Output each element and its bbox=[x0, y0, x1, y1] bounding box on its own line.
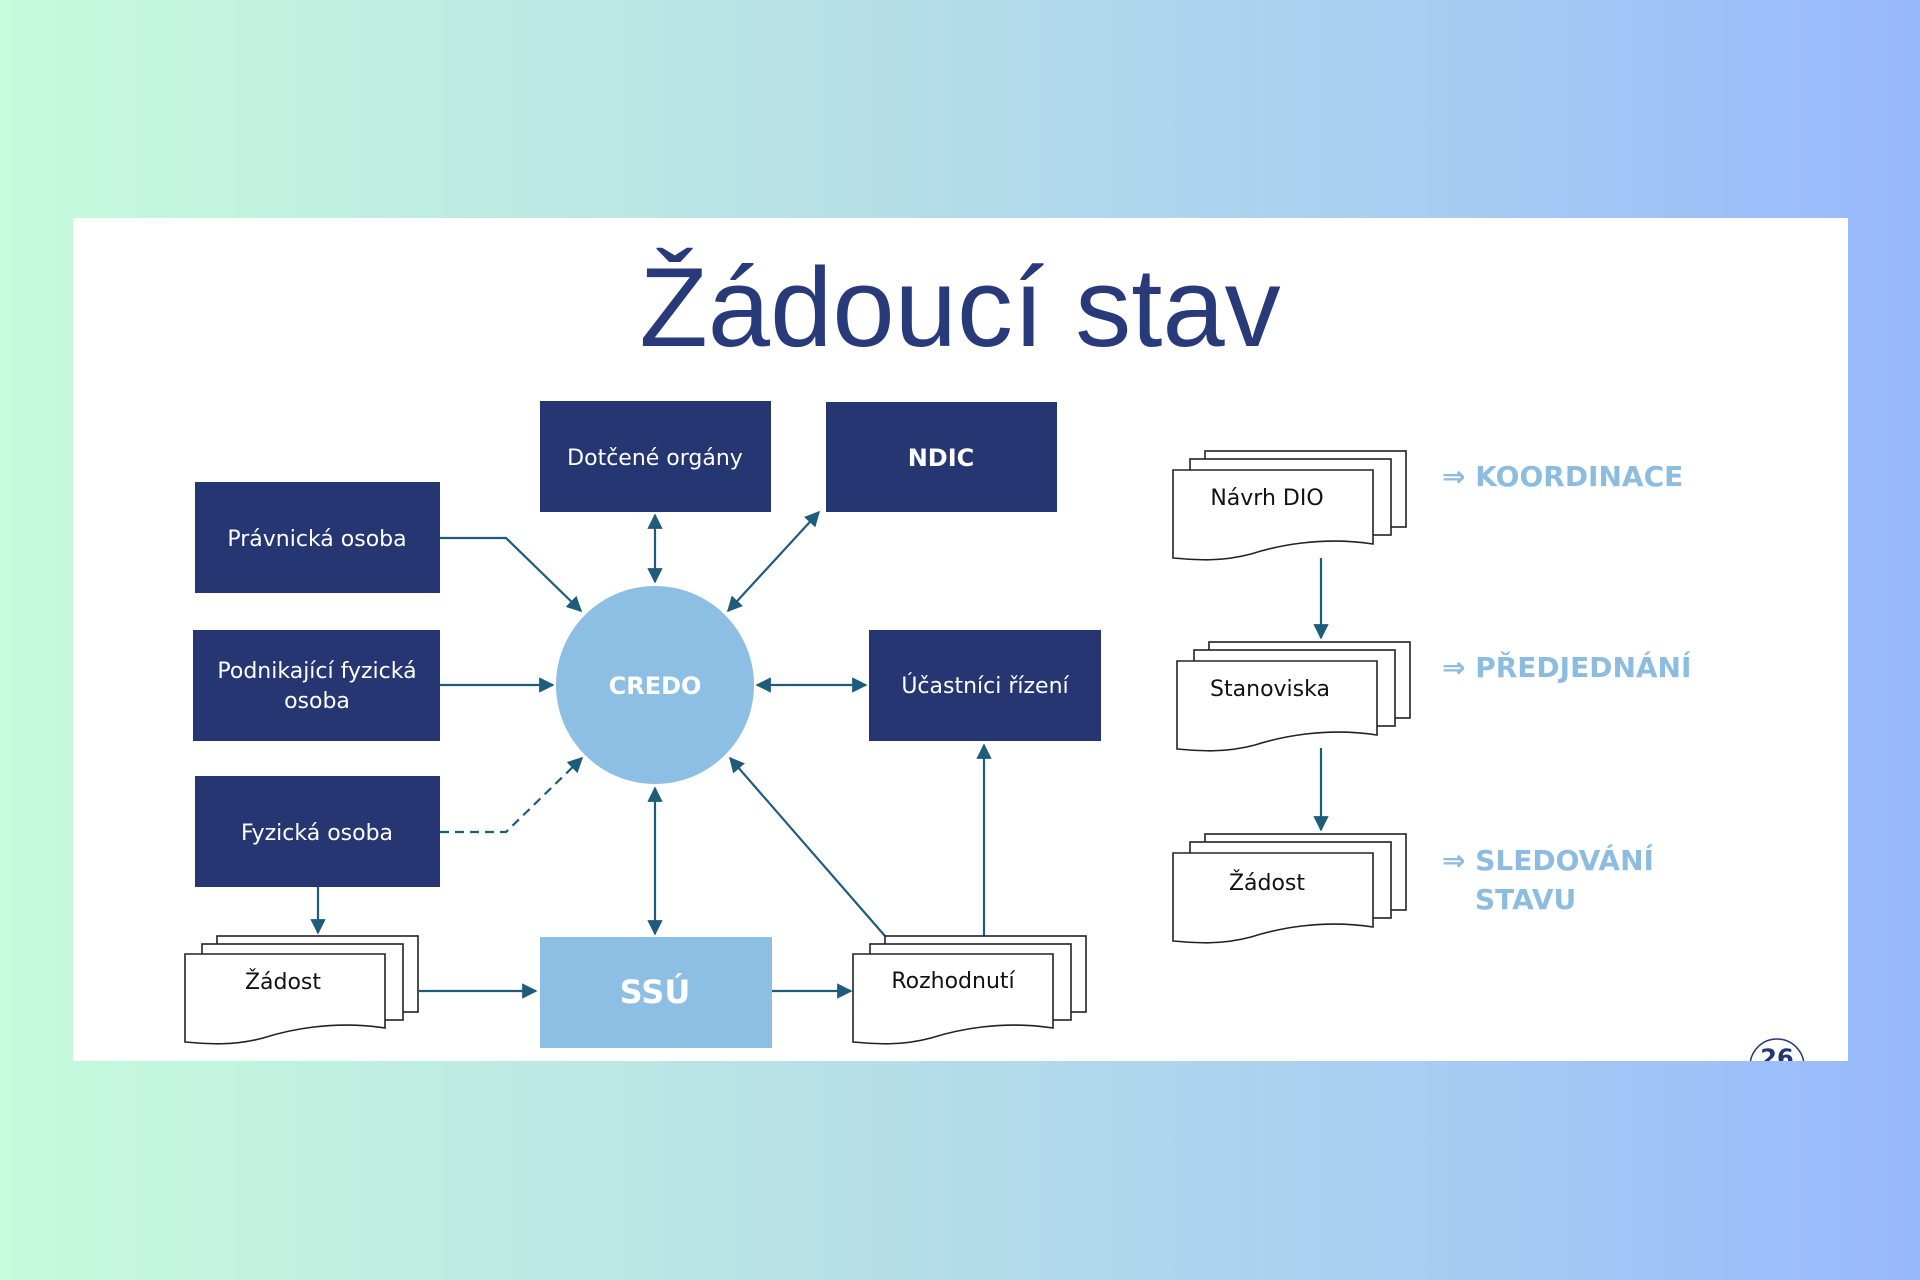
doc-zadost-bottom-label: Žádost bbox=[245, 969, 321, 995]
label-sledovani: ⇒ SLEDOVÁNÍ bbox=[1442, 843, 1654, 877]
box-podnikajici-fyzicka-osoba: Podnikající fyzická osoba bbox=[193, 630, 440, 741]
box-dotcene-organy-label: Dotčené orgány bbox=[567, 446, 743, 471]
box-podnikajici-label-line2: osoba bbox=[284, 689, 350, 714]
doc-stanoviska-label: Stanoviska bbox=[1210, 677, 1330, 702]
arrow-rozhodnuti-to-credo bbox=[728, 756, 886, 937]
box-pravnicka-osoba: Právnická osoba bbox=[195, 482, 440, 593]
box-ssu: SSÚ bbox=[540, 937, 772, 1048]
label-koordinace: ⇒ KOORDINACE bbox=[1442, 460, 1683, 493]
label-predjednani: ⇒ PŘEDJEDNÁNÍ bbox=[1442, 650, 1691, 684]
page-number: 26 bbox=[1760, 1044, 1793, 1061]
doc-navrh-dio-label: Návrh DIO bbox=[1210, 486, 1323, 511]
node-credo-label: CREDO bbox=[609, 672, 702, 700]
slide: Žádoucí stav Právnická osoba bbox=[73, 218, 1848, 1061]
connectors bbox=[310, 510, 1329, 999]
box-ucastnici-rizeni-label: Účastníci řízení bbox=[901, 673, 1069, 699]
box-fyzicka-osoba-label: Fyzická osoba bbox=[241, 821, 393, 846]
box-podnikajici-label-line1: Podnikající fyzická bbox=[217, 659, 416, 684]
node-credo: CREDO bbox=[556, 586, 754, 784]
doc-rozhodnuti-label: Rozhodnutí bbox=[891, 969, 1015, 994]
box-ndic-label: NDIC bbox=[908, 444, 975, 472]
label-stavu: STAVU bbox=[1475, 883, 1576, 916]
page-number-badge: 26 bbox=[1749, 1038, 1805, 1061]
box-ssu-label: SSÚ bbox=[620, 972, 691, 1011]
box-fyzicka-osoba: Fyzická osoba bbox=[195, 776, 440, 887]
doc-navrh-dio: Návrh DIO bbox=[1172, 450, 1407, 561]
doc-zadost-right: Žádost bbox=[1172, 833, 1407, 944]
arrow-pravnicka-to-credo bbox=[440, 536, 583, 613]
arrow-fyzicka-to-credo bbox=[440, 756, 584, 834]
doc-stanoviska: Stanoviska bbox=[1176, 641, 1411, 752]
box-ndic: NDIC bbox=[826, 402, 1057, 512]
slide-title: Žádoucí stav bbox=[639, 245, 1280, 370]
doc-zadost-bottom: Žádost bbox=[184, 935, 419, 1045]
box-pravnicka-osoba-label: Právnická osoba bbox=[227, 527, 406, 552]
arrow-ndic-credo bbox=[726, 510, 821, 613]
doc-rozhodnuti: Rozhodnutí bbox=[852, 935, 1087, 1045]
flow-diagram: Žádoucí stav Právnická osoba bbox=[184, 245, 1805, 1061]
box-dotcene-organy: Dotčené orgány bbox=[540, 401, 771, 512]
box-ucastnici-rizeni: Účastníci řízení bbox=[869, 630, 1101, 741]
doc-zadost-right-label: Žádost bbox=[1229, 870, 1305, 896]
